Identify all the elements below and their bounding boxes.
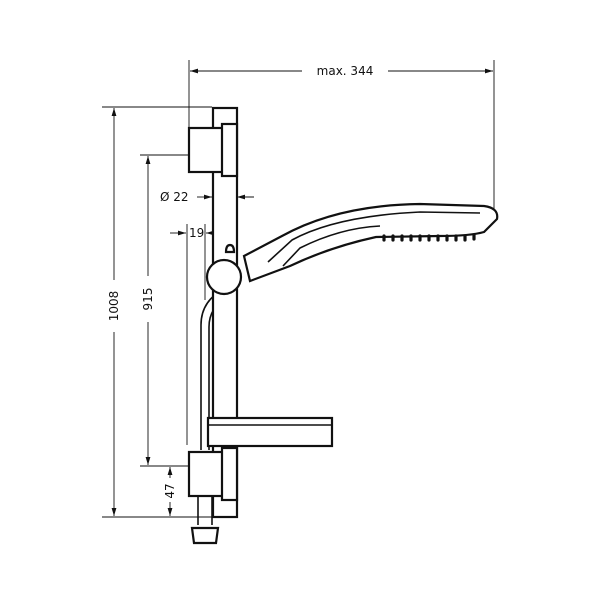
lower-wall-holder: [187, 446, 239, 502]
dimension-rail-diameter: Ø 22: [160, 190, 254, 204]
spray-nozzles: [382, 233, 476, 242]
dimension-max-width: max. 344: [188, 60, 495, 213]
dimension-label-rail-diameter: Ø 22: [160, 190, 189, 204]
dimension-label-bottom-offset: 47: [163, 483, 177, 498]
dimension-offset: 19: [170, 224, 218, 445]
dimension-label-offset: 19: [189, 226, 204, 240]
dimension-label-max-width: max. 344: [317, 64, 374, 78]
dimension-label-holder-span: 915: [141, 288, 155, 311]
hand-shower: [242, 202, 499, 283]
hose-connector: [190, 526, 220, 545]
dimension-bottom-offset: 47: [162, 465, 188, 516]
soap-dish: [206, 416, 334, 448]
upper-wall-holder: [187, 122, 239, 178]
dimension-label-total-height: 1008: [107, 291, 121, 322]
dimension-total-height: 1008: [102, 106, 236, 518]
rail-slider: [205, 243, 243, 296]
